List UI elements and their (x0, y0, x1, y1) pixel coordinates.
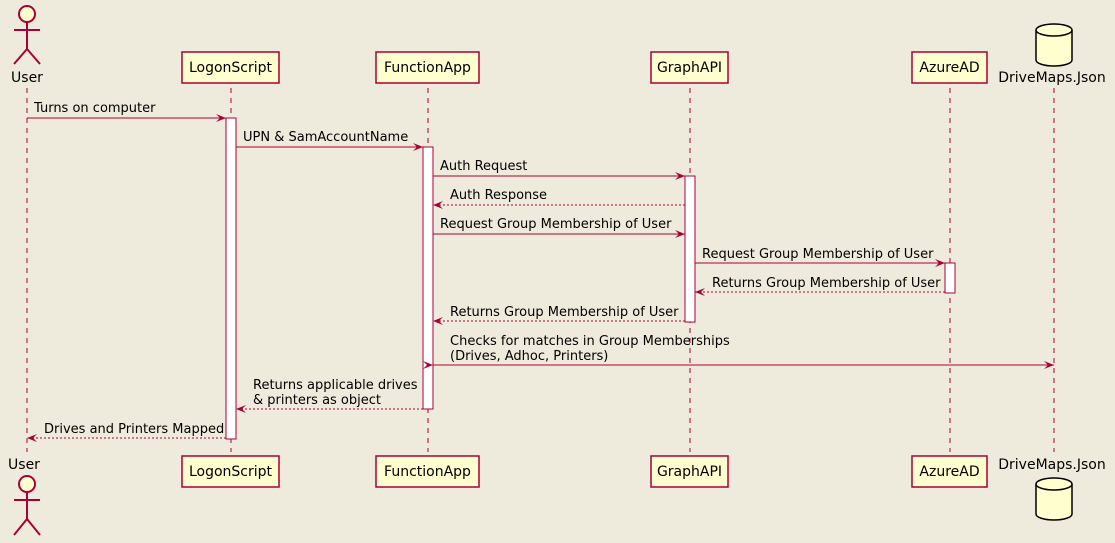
participant-label: GraphAPI (657, 60, 722, 76)
actor-icon (13, 5, 41, 65)
participant-functionapp-bottom: FunctionApp (375, 455, 480, 488)
message-label: Returns Group Membership of User (712, 276, 941, 291)
activation-graphapi (684, 175, 696, 323)
message-checks-for-matches: Checks for matches in Group Memberships … (423, 334, 1054, 369)
message-request-group-membership-azure: Request Group Membership of User (695, 247, 945, 267)
message-label: Auth Request (440, 159, 527, 174)
participant-label: AzureAD (919, 464, 979, 480)
participant-drivemaps-top: DriveMaps.Json (998, 23, 1106, 86)
message-label: Turns on computer (33, 101, 156, 116)
participant-logonscript-bottom: LogonScript (181, 455, 280, 488)
participant-functionapp-top: FunctionApp (375, 51, 480, 84)
participant-user-bottom: User (8, 457, 41, 536)
participant-label: DriveMaps.Json (998, 70, 1105, 86)
message-auth-response: Auth Response (433, 188, 685, 209)
message-turns-on-computer: Turns on computer (27, 101, 226, 122)
participant-user-top: User (11, 5, 43, 86)
actor-icon (13, 475, 41, 536)
participant-label: AzureAD (919, 60, 979, 76)
participant-azuread-top: AzureAD (911, 51, 988, 84)
activation-azuread (944, 262, 956, 294)
participant-label: User (8, 457, 40, 473)
message-label: Drives and Printers Mapped (44, 422, 224, 437)
participant-label: DriveMaps.Json (998, 457, 1105, 473)
message-label: Request Group Membership of User (440, 217, 672, 232)
message-drives-printers-mapped: Drives and Printers Mapped (27, 422, 226, 442)
participant-label: User (11, 70, 43, 86)
message-label: (Drives, Adhoc, Printers) (450, 349, 608, 364)
participant-azuread-bottom: AzureAD (911, 455, 988, 488)
message-auth-request: Auth Request (433, 159, 685, 180)
participant-drivemaps-bottom: DriveMaps.Json (998, 457, 1106, 521)
participant-label: GraphAPI (657, 464, 722, 480)
message-request-group-membership-graph: Request Group Membership of User (433, 217, 685, 238)
message-upn-samaccountname: UPN & SamAccountName (236, 130, 423, 151)
participant-label: FunctionApp (384, 60, 471, 76)
participant-graphapi-bottom: GraphAPI (650, 455, 729, 488)
message-returns-group-membership-graph: Returns Group Membership of User (433, 305, 685, 325)
message-label: Request Group Membership of User (702, 247, 934, 262)
message-returns-applicable-drives: Returns applicable drives & printers as … (236, 378, 423, 413)
activation-logonscript (225, 117, 237, 440)
participant-graphapi-top: GraphAPI (650, 51, 729, 84)
activation-functionapp (422, 146, 434, 410)
participant-label: FunctionApp (384, 464, 471, 480)
message-label: UPN & SamAccountName (243, 130, 408, 145)
participant-logonscript-top: LogonScript (181, 51, 280, 84)
message-label: Returns Group Membership of User (450, 305, 679, 320)
message-label: & printers as object (253, 393, 381, 408)
participant-label: LogonScript (189, 464, 273, 480)
database-icon (1035, 477, 1073, 521)
message-returns-group-membership-azure: Returns Group Membership of User (695, 276, 945, 296)
message-label: Auth Response (450, 188, 547, 203)
message-label: Returns applicable drives (253, 378, 418, 393)
participant-label: LogonScript (189, 60, 273, 76)
message-label: Checks for matches in Group Memberships (450, 334, 730, 349)
database-icon (1035, 23, 1073, 67)
